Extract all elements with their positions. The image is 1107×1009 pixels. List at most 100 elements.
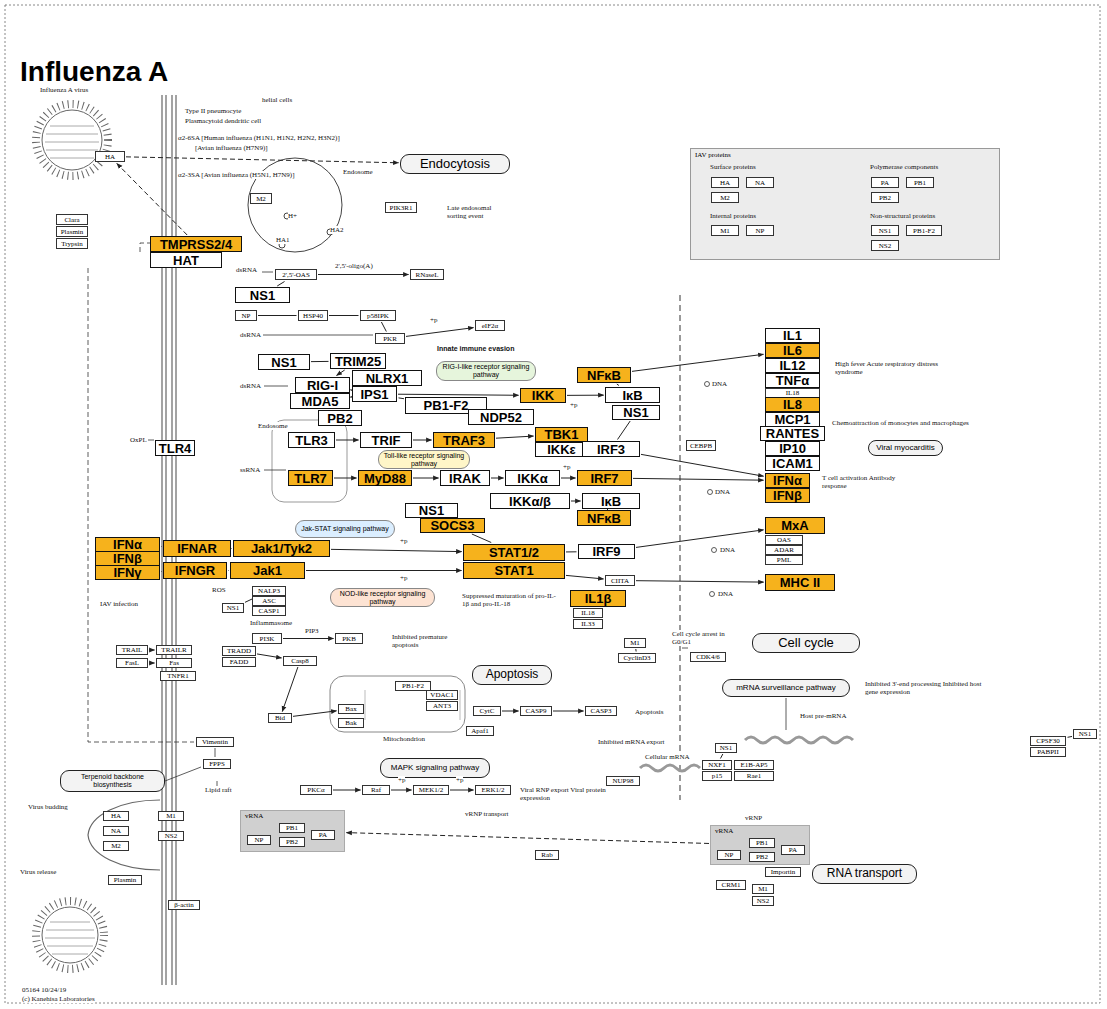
pathway-link: mRNA surveillance pathway [722, 679, 850, 697]
mitochondrion [330, 676, 465, 732]
node-text: M1 [630, 639, 640, 647]
highlighted-gene-box: TMPRSS2/4 [150, 236, 242, 252]
annotation-label: Cellular mRNA [645, 753, 690, 761]
connector [636, 581, 764, 582]
annotation-label: Viral RNP export Viral protein expressio… [520, 786, 610, 802]
gene-box: PA [311, 830, 335, 840]
highlighted-gene-box: MxA [765, 517, 825, 534]
gene-box: CASP1 [252, 606, 286, 616]
annotation-label: Cell cycle arrest in G0/G1 [672, 630, 742, 646]
connector [636, 530, 764, 548]
node-text: Viral myocarditis [876, 444, 935, 453]
highlighted-gene-box: MyD88 [358, 470, 412, 486]
gene-box: TRADD [222, 646, 256, 656]
node-text: CASP1 [258, 607, 279, 615]
node-text: PB1-F2 [424, 399, 469, 412]
node-text: VDAC1 [430, 691, 453, 699]
node-text: IκB [601, 495, 621, 508]
connector [149, 650, 155, 651]
node-text: Apaf1 [471, 727, 489, 735]
virus-particle-part [42, 907, 98, 963]
gene-box: Bid [268, 713, 292, 723]
connector [149, 663, 155, 664]
node-text: Apoptosis [486, 668, 539, 681]
gene-box: MEK1/2 [413, 785, 449, 795]
gene-box: M2 [250, 193, 272, 204]
annotation-label: helial cells [262, 96, 292, 104]
mrna-strands-part [745, 737, 853, 743]
node-text: Importin [771, 868, 796, 876]
gene-box: CASP9 [520, 706, 552, 716]
gene-box: CEBPB [686, 440, 716, 451]
node-text: RNaseL [416, 271, 439, 279]
pathway-link: Jak-STAT signaling pathway [295, 520, 395, 538]
gene-box: PB2 [279, 837, 305, 847]
gene-box: Apaf1 [466, 726, 494, 736]
highlighted-gene-box: SOCS3 [420, 518, 485, 533]
annotation-label: Polymerase components [870, 163, 938, 171]
virus-particle-part [45, 922, 95, 954]
node-text: PB1 [756, 839, 768, 847]
annotation-label: +p [400, 574, 407, 582]
highlighted-gene-box: IFNAR [163, 540, 231, 557]
gene-box: p58IPK [360, 310, 396, 321]
pathway-link: RNA transport [812, 864, 917, 884]
annotation-label: Type II pneumocyte [185, 107, 241, 115]
gene-box: NP [717, 850, 741, 860]
node-text: NFκB [587, 512, 621, 525]
gene-box: eIF2α [475, 320, 505, 331]
highlighted-gene-box: IFNα [95, 537, 160, 552]
node-text: PI3K [260, 635, 275, 643]
connector [496, 436, 534, 438]
virus-particle-part [42, 110, 102, 170]
connector [1068, 736, 1073, 738]
node-text: Endocytosis [420, 157, 490, 171]
pathway-link: Terpenoid backbone biosynthesis [60, 770, 165, 792]
gene-box: HSP40 [298, 310, 328, 321]
leader-lines-part [215, 748, 216, 757]
node-text: MCP1 [774, 413, 810, 426]
node-text: IFNα [113, 538, 142, 551]
gene-box-bold: IRAK [440, 470, 490, 486]
annotation-label: vRNP [745, 814, 762, 822]
gene-box: Rab [535, 850, 559, 860]
node-text: NFκB [587, 369, 621, 382]
node-text: HA [720, 179, 730, 187]
node-text: PB1 [914, 179, 926, 187]
node-text: NP [756, 227, 765, 235]
annotation-label: Apoptosis [635, 708, 663, 716]
annotation-label: +p [398, 776, 405, 784]
node-text: IKKα [517, 472, 547, 485]
gene-box-bold: NS1 [612, 405, 660, 420]
gene-box: Importin [765, 867, 801, 877]
gene-box: Plasmin [108, 875, 142, 885]
node-text: IRF3 [597, 443, 625, 456]
node-text: NP [725, 851, 734, 859]
annotation-label: 05164 10/24/19 [22, 986, 66, 994]
connector [117, 164, 187, 236]
node-text: IFNβ [113, 552, 142, 565]
annotation-label: Virus budding [28, 803, 68, 811]
node-text: NXF1 [708, 761, 726, 769]
pathway-link: RIG-I-like receptor signaling pathway [436, 361, 536, 381]
connector [502, 711, 519, 712]
connector [293, 711, 337, 717]
virus-particle-part [36, 104, 108, 176]
node-text: ANT3 [433, 702, 451, 710]
node-text: Bid [275, 714, 285, 722]
node-text: MDA5 [302, 395, 339, 408]
annotation-label: High fever Acute respiratory distress sy… [835, 360, 955, 376]
node-text: β-actin [174, 901, 194, 909]
node-text: CEBPB [690, 442, 712, 450]
gene-box: NS1 [1073, 729, 1097, 739]
gene-box: PA [781, 845, 805, 855]
annotation-label: Endosome [343, 168, 373, 176]
node-text: NP [242, 312, 251, 320]
highlighted-gene-box: IFNβ [765, 488, 810, 503]
node-text: IL33 [581, 620, 595, 628]
connector [126, 157, 399, 163]
gene-box: HA [95, 151, 125, 162]
pathway-link: NOD-like receptor signaling pathway [330, 588, 435, 607]
node-text: TRAIL [122, 646, 143, 654]
connector [228, 570, 230, 571]
